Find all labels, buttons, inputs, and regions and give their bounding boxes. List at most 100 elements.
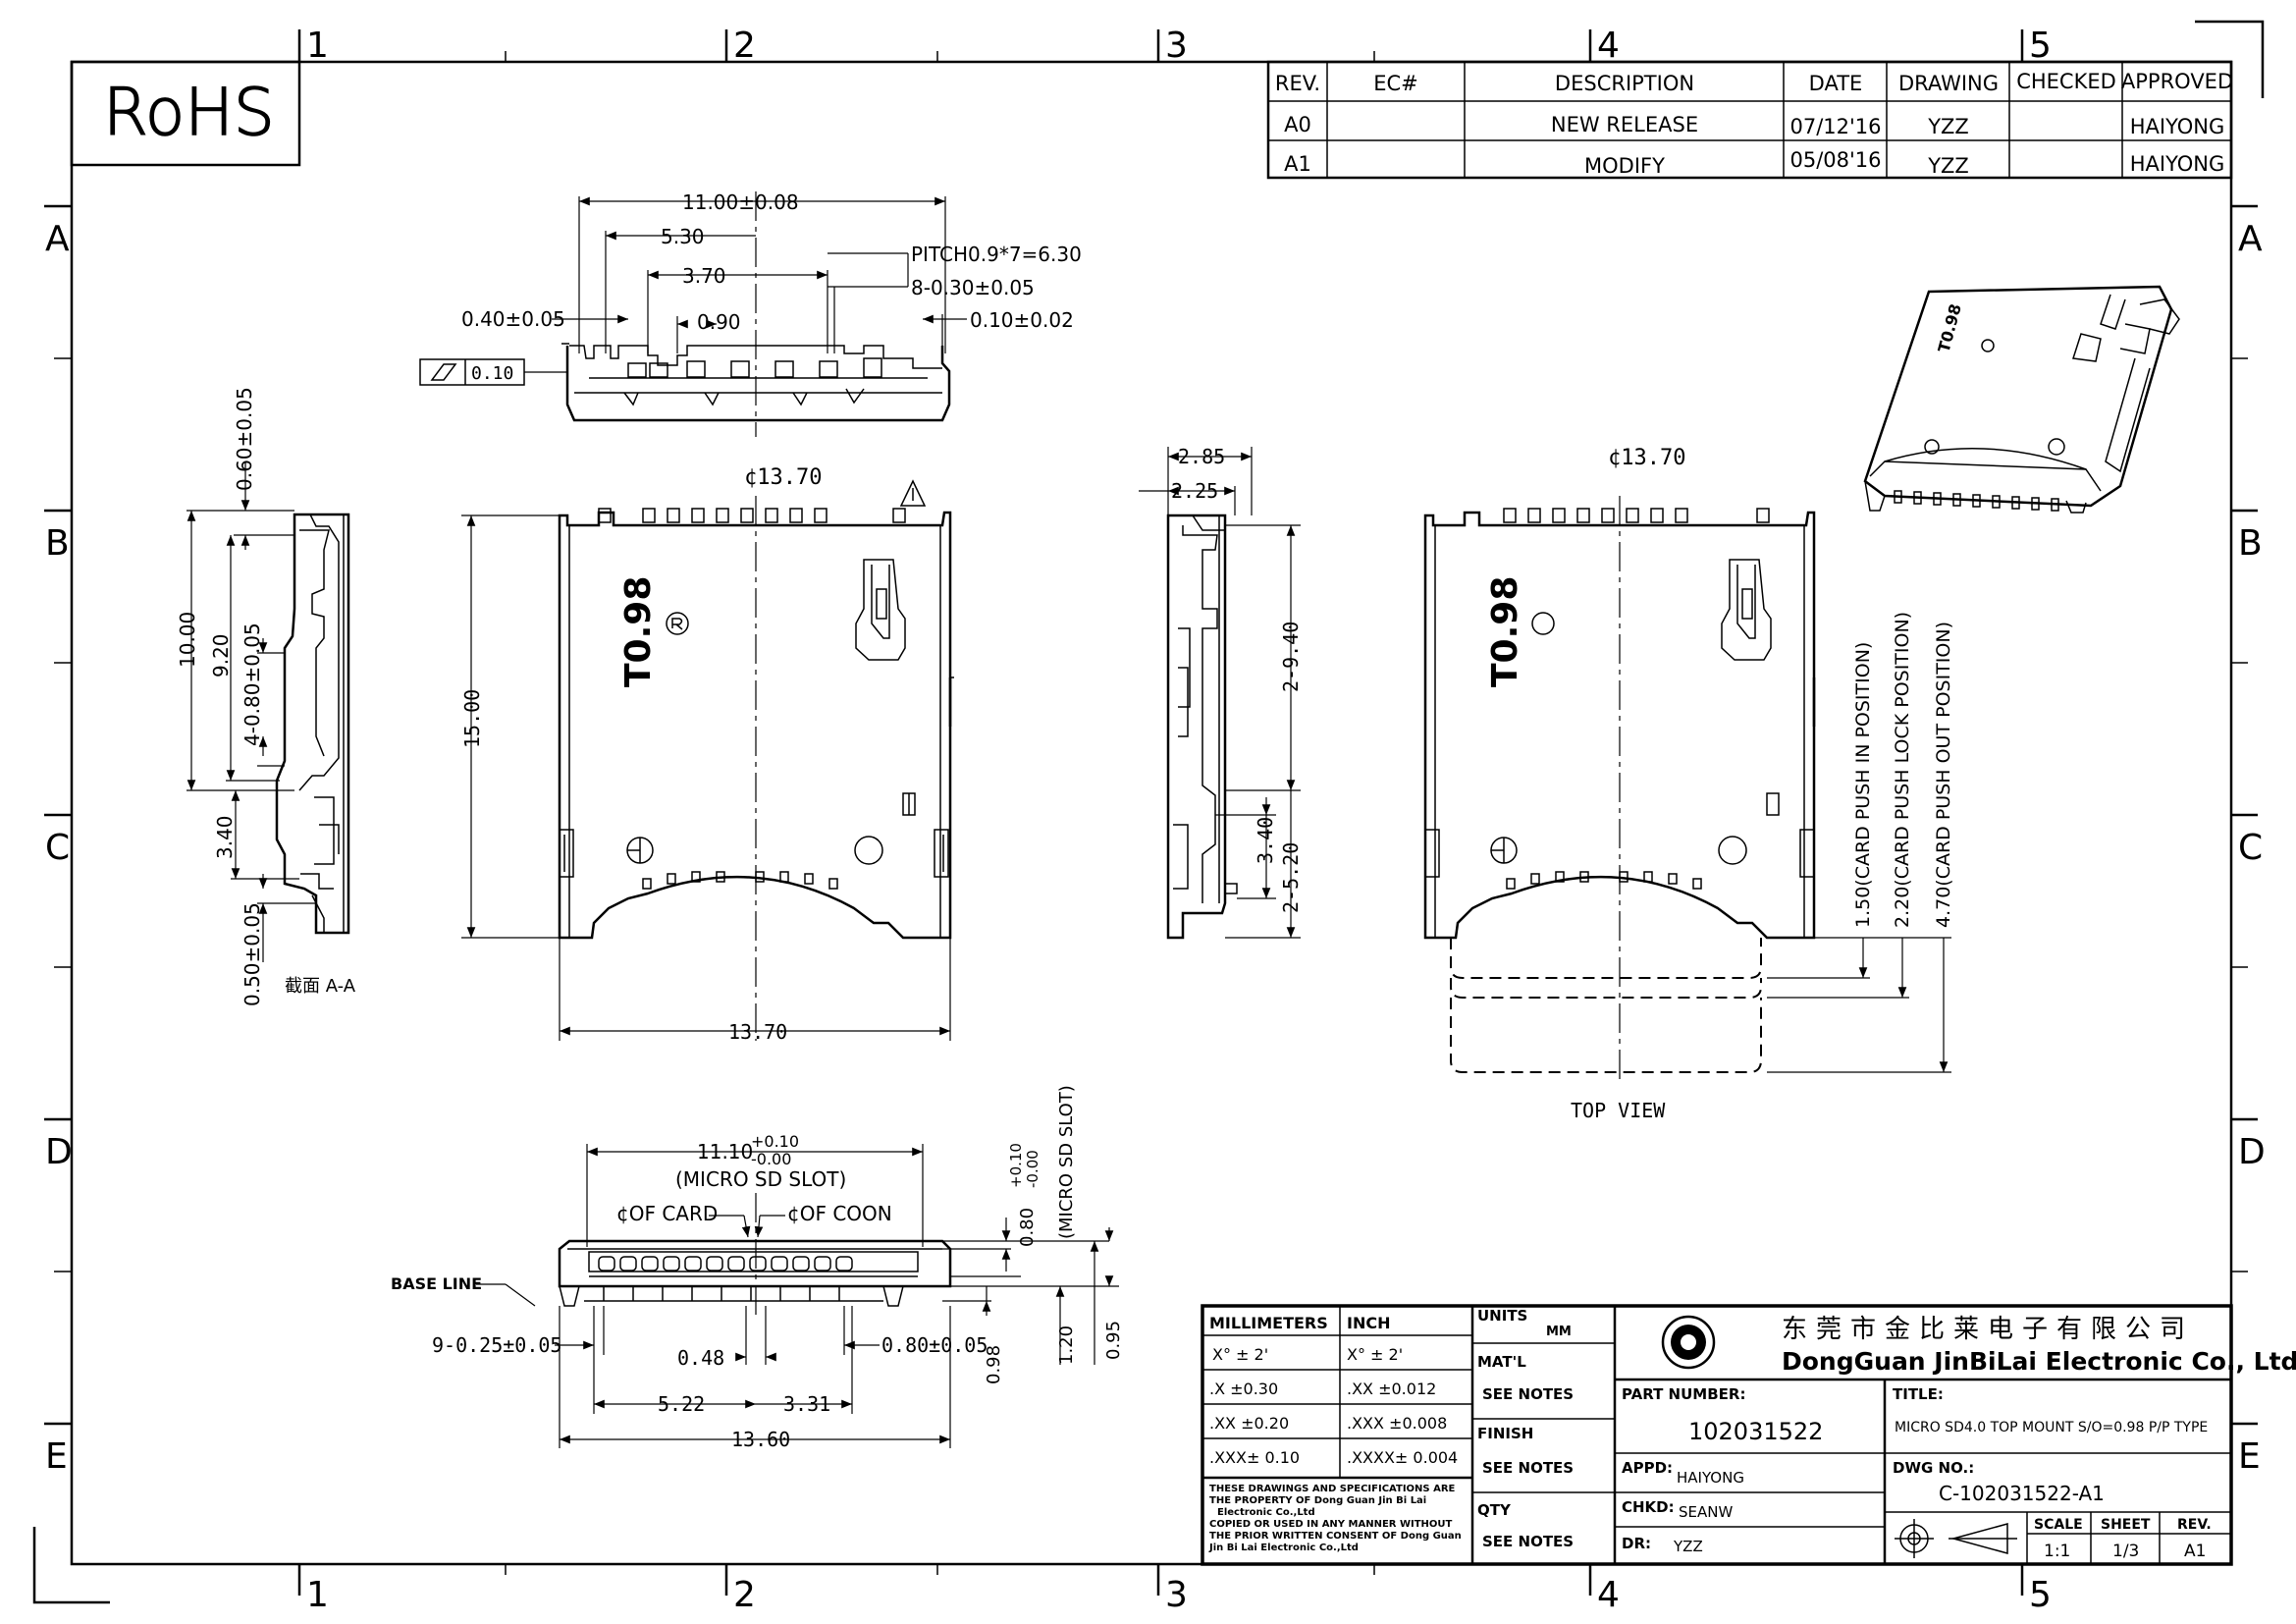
rev-header-ec: EC#: [1373, 72, 1418, 95]
front-body-mark: T0.98: [618, 576, 659, 687]
dim-top-010: 0.10±0.02: [970, 308, 1074, 332]
dim-front-width: 13.70: [728, 1020, 787, 1044]
tol-row-4-mm: .XXX± 0.10: [1209, 1448, 1300, 1467]
title-label: TITLE:: [1893, 1385, 1944, 1403]
company-name-en: DongGuan JinBiLai Electronic Co., Ltd: [1782, 1347, 2296, 1376]
rev-row-2-date: 05/08'16: [1789, 148, 1881, 172]
topview-body-mark: T0.98: [1485, 576, 1525, 687]
tol-row-3-mm: .XX ±0.20: [1209, 1414, 1289, 1433]
topview-center-label: ¢13.70: [1608, 446, 1685, 470]
rohs-mark: RoHS: [70, 60, 301, 167]
rev-row-1-description: NEW RELEASE: [1551, 113, 1698, 136]
notice-line-1: THESE DRAWINGS AND SPECIFICATIONS ARE: [1209, 1484, 1456, 1494]
rev-row-2-description: MODIFY: [1584, 154, 1665, 178]
dim-sec-060: 0.60±0.05: [233, 387, 256, 491]
dim-sec-050: 0.50±0.05: [240, 902, 264, 1006]
topview-caption: TOP VIEW: [1571, 1099, 1666, 1122]
dim-095: 0.95: [1103, 1321, 1124, 1360]
projection-symbol-icon: [1895, 1519, 2017, 1558]
cl-of-card: ¢OF CARD: [616, 1202, 718, 1225]
dim-slot-minus: -0.00: [751, 1150, 791, 1168]
dim-slot-plus: +0.10: [751, 1132, 799, 1151]
top-view-card: T0.98 ¢13.70: [1423, 446, 1954, 1122]
dim-sec-4080: 4-0.80±0.05: [240, 623, 264, 746]
dim-slot-main: 11.10: [697, 1140, 753, 1164]
qty-value: SEE NOTES: [1482, 1533, 1574, 1550]
appd-value: HAIYONG: [1677, 1469, 1744, 1487]
units-label: UNITS: [1477, 1307, 1527, 1325]
notice-line-5: THE PRIOR WRITTEN CONSENT OF Dong Guan: [1209, 1531, 1462, 1542]
topview-pos-3: 4.70(CARD PUSH OUT POSITION): [1933, 622, 1954, 928]
cl-of-coon: ¢OF COON: [787, 1202, 892, 1225]
rev-header-drawing: DRAWING: [1898, 72, 1999, 95]
front-center-label: ¢13.70: [744, 465, 822, 490]
dim-v-main: 0.80: [1017, 1208, 1038, 1247]
chkd-label: CHKD:: [1622, 1498, 1675, 1516]
rev-row-1-date: 07/12'16: [1789, 115, 1881, 138]
rev-row-1-rev: A0: [1284, 113, 1311, 136]
tol-row-3-in: .XXX ±0.008: [1347, 1414, 1447, 1433]
grid-col-5-top: 5: [2029, 26, 2052, 66]
notice-line-3: Electronic Co.,Ltd: [1217, 1507, 1315, 1518]
top-pin-view: 11.00±0.08 5.30 3.70 PITCH0.9*7=6.30 8-0…: [419, 190, 1082, 437]
dwg-label: DWG NO.:: [1893, 1459, 1974, 1477]
dr-label: DR:: [1622, 1535, 1651, 1552]
dim-top-040: 0.40±0.05: [461, 307, 565, 331]
dim-top-370: 3.70: [682, 264, 726, 288]
sheet-border: [32, 20, 2265, 1604]
dim-098: 0.98: [984, 1345, 1004, 1384]
tol-row-2-mm: .X ±0.30: [1209, 1380, 1278, 1398]
dim-bottom-331: 3.31: [783, 1392, 830, 1416]
topview-pos-1: 1.50(CARD PUSH IN POSITION): [1852, 642, 1874, 928]
rev-header-rev: REV.: [1275, 72, 1320, 95]
dim-slot-caption: (MICRO SD SLOT): [675, 1167, 846, 1191]
grid-row-e-right: E: [2238, 1436, 2261, 1477]
rev-header-description: DESCRIPTION: [1555, 72, 1694, 95]
dim-side-340: 3.40: [1254, 817, 1277, 864]
grid-col-1-bottom: 1: [306, 1575, 329, 1615]
iso-body-mark: T0.98: [1935, 301, 1965, 354]
rev-header-approved: APPROVED: [2121, 70, 2233, 93]
title-block: MILLIMETERS INCH X° ± 2' X° ± 2' .X ±0.3…: [1201, 1304, 2296, 1566]
tol-row-1-mm: X° ± 2': [1212, 1345, 1268, 1364]
dim-120: 1.20: [1056, 1326, 1077, 1365]
rev-header-checked: CHECKED: [2016, 70, 2116, 93]
company-name-cn: 东莞市金比莱电子有限公司: [1782, 1315, 2194, 1344]
rev-label: REV.: [2177, 1517, 2212, 1533]
rev-row-1-approved: HAIYONG: [2130, 115, 2225, 138]
section-a-a-view: 0.60±0.05 10.00 9.20 4-0.80±0.05 3.40 0.…: [176, 387, 356, 1006]
revision-table: REV. EC# DESCRIPTION DATE DRAWING CHECKE…: [1266, 60, 2233, 180]
grid-row-c-right: C: [2238, 828, 2263, 868]
rev-row-2-rev: A1: [1284, 152, 1311, 176]
dim-front-height: 15.00: [460, 689, 484, 748]
appd-label: APPD:: [1622, 1459, 1673, 1477]
units-value: MM: [1546, 1325, 1572, 1339]
grid-col-3-bottom: 3: [1165, 1575, 1188, 1615]
finish-label: FINISH: [1477, 1425, 1533, 1442]
grid-row-d-left: D: [45, 1132, 73, 1172]
grid-col-2-bottom: 2: [733, 1575, 756, 1615]
part-number-value: 102031522: [1688, 1418, 1823, 1445]
section-caption: 截面 A-A: [285, 976, 356, 997]
qty-label: QTY: [1477, 1501, 1512, 1519]
flatness-value: 0.10: [471, 363, 513, 384]
rev-header-date: DATE: [1809, 72, 1863, 95]
matl-value: SEE NOTES: [1482, 1385, 1574, 1403]
rev-row-2-approved: HAIYONG: [2130, 152, 2225, 176]
grid-row-b-right: B: [2238, 523, 2263, 564]
dwg-value: C-102031522-A1: [1939, 1482, 2105, 1505]
grid-row-d-right: D: [2238, 1132, 2266, 1172]
notice-line-2: THE PROPERTY OF Dong Guan Jin Bi Lai: [1209, 1495, 1426, 1506]
rohs-text: RoHS: [103, 75, 275, 150]
dim-bottom-080: 0.80±0.05: [881, 1333, 988, 1357]
dim-bottom-pins: 9-0.25±0.05: [432, 1333, 561, 1357]
tol-row-4-in: .XXXX± 0.004: [1347, 1448, 1458, 1467]
dim-top-530: 5.30: [661, 225, 705, 248]
dim-top-090: 0.90: [697, 310, 741, 334]
dim-sec-920: 9.20: [209, 633, 233, 677]
scale-label: SCALE: [2034, 1517, 2083, 1533]
grid-col-3-top: 3: [1165, 26, 1188, 66]
sheet-label: SHEET: [2101, 1517, 2151, 1533]
dim-sec-340: 3.40: [213, 815, 237, 859]
